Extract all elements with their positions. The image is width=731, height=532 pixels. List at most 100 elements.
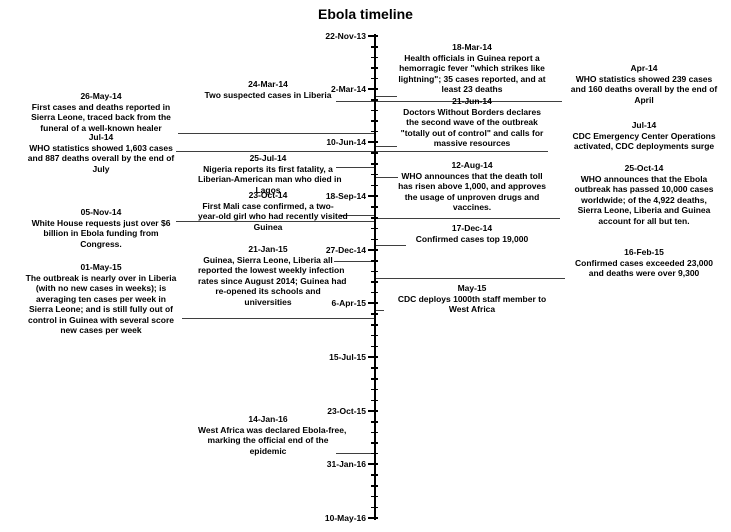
axis-minor-tick <box>371 281 378 283</box>
axis-minor-tick <box>371 163 378 165</box>
axis-minor-tick <box>371 152 378 154</box>
leader-line <box>375 245 406 246</box>
axis-minor-tick <box>371 67 378 69</box>
axis-tick-label: 2-Mar-14 <box>331 84 366 94</box>
event-date: 16-Feb-15 <box>624 247 664 257</box>
event-text-line: least 23 deaths <box>441 84 503 94</box>
event-text-line: funeral of a well-known healer <box>40 122 162 133</box>
event-text-line: July <box>92 163 110 174</box>
axis-minor-tick <box>371 77 378 80</box>
leader-line <box>336 101 375 102</box>
event-text-line: First cases and deaths reported in <box>31 101 171 112</box>
axis-minor-tick <box>371 334 378 337</box>
event-text-line: WHO statistics showed 1,603 cases <box>29 142 173 153</box>
axis-major-tick <box>368 463 378 465</box>
axis-minor-tick <box>371 399 378 402</box>
event-date: 21-Jun-14 <box>452 96 492 106</box>
axis-tick-label: 27-Dec-14 <box>325 245 366 255</box>
event-text-line: the second wave of the outbreak <box>406 117 538 127</box>
leader-line <box>375 218 560 219</box>
axis-tick-label: 10-Jun-14 <box>326 137 366 147</box>
axis-tick-label: 10-May-16 <box>324 513 366 523</box>
event-date: 23-Oct-14 <box>248 190 288 200</box>
axis-major-tick <box>368 35 378 37</box>
axis-minor-tick <box>371 345 378 348</box>
axis-minor-tick <box>371 99 378 101</box>
axis-tick-label: 6-Apr-15 <box>331 298 366 308</box>
event-text-line: re-opened its schools and <box>215 286 321 296</box>
event-text-line: Sierra Leone; and is still fully out of <box>28 304 174 314</box>
axis-minor-tick <box>371 421 378 423</box>
leader-line <box>375 101 562 102</box>
event-text-line: outbreak has passed 10,000 cases <box>574 184 714 194</box>
event-text-line: worldwide; of the 4,922 deaths, <box>581 194 707 205</box>
event-text-line: vaccines. <box>452 202 492 212</box>
event-text-line: and 887 deaths overall by the end of <box>27 153 175 163</box>
leader-line <box>375 278 565 279</box>
axis-minor-tick <box>371 431 378 434</box>
event-text-line: control in Guinea with several score <box>28 314 174 325</box>
event-text-line: reported the lowest weekly infection <box>198 265 345 275</box>
timeline-axis <box>374 34 376 520</box>
event-text-line: Nigeria reports its first fatality, a <box>203 163 333 174</box>
event-text-line: has risen above 1,000, and approves <box>398 181 546 191</box>
axis-tick-label: 31-Jan-16 <box>326 459 366 469</box>
event-text-line: billion in Ebola funding from <box>43 228 159 238</box>
event-text-line: Two suspected cases in Liberia <box>204 89 332 100</box>
event-text-line: the usage of unproven drugs and <box>404 191 540 202</box>
event-text-line: hemorragic fever "which strikes like <box>399 63 545 73</box>
event-date: 17-Dec-14 <box>451 223 493 233</box>
event-text-line: lightning"; 35 cases reported, and at <box>398 73 546 84</box>
axis-minor-tick <box>371 109 378 112</box>
event-text-line: WHO statistics showed 239 cases <box>575 73 713 84</box>
axis-minor-tick <box>371 388 378 391</box>
event-date: 05-Nov-14 <box>80 207 122 217</box>
event-date: 01-May-15 <box>80 262 122 272</box>
leader-line <box>178 133 375 134</box>
event-text-line: marking the official end of the <box>207 435 329 445</box>
event-text-line: WHO announces that the death toll <box>401 170 543 181</box>
axis-minor-tick <box>371 120 378 122</box>
axis-minor-tick <box>371 452 378 455</box>
event-text-line: The outbreak is nearly over in Liberia <box>25 272 177 283</box>
leader-line <box>375 96 397 97</box>
leader-line <box>375 310 384 311</box>
event-text-line: Sierra Leone, traced back from the <box>31 112 171 122</box>
event-date: May-15 <box>457 283 487 293</box>
event-text-line: WHO announces that the Ebola <box>580 173 708 184</box>
event-text-line: activated, CDC deployments surge <box>573 141 715 151</box>
axis-minor-tick <box>371 313 378 315</box>
axis-minor-tick <box>371 173 378 176</box>
axis-minor-tick <box>371 206 378 208</box>
event-text-line: year-old girl who had recently visited <box>198 211 348 221</box>
axis-minor-tick <box>371 506 378 509</box>
event-date: Apr-14 <box>630 63 658 73</box>
event-text-line: Confirmed cases exceeded 23,000 <box>575 257 713 268</box>
axis-tick-label: 18-Sep-14 <box>325 191 366 201</box>
leader-line <box>176 221 375 222</box>
axis-major-tick <box>368 88 378 90</box>
axis-minor-tick <box>371 378 378 380</box>
leader-line <box>375 177 398 178</box>
event-text-line: Liberian-American man who died in <box>198 174 342 184</box>
event-text-line: rates since August 2014; Guinea had <box>198 275 347 286</box>
event-text-line: massive resources <box>433 138 511 148</box>
axis-minor-tick <box>371 184 378 187</box>
leader-line <box>375 151 548 152</box>
axis-major-tick <box>368 356 378 358</box>
event-text-line: epidemic <box>249 445 287 456</box>
axis-minor-tick <box>371 495 378 498</box>
event-text-line: West Africa <box>448 304 496 314</box>
axis-minor-tick <box>371 238 378 241</box>
event-text-line: averaging ten cases per week in <box>36 293 166 304</box>
